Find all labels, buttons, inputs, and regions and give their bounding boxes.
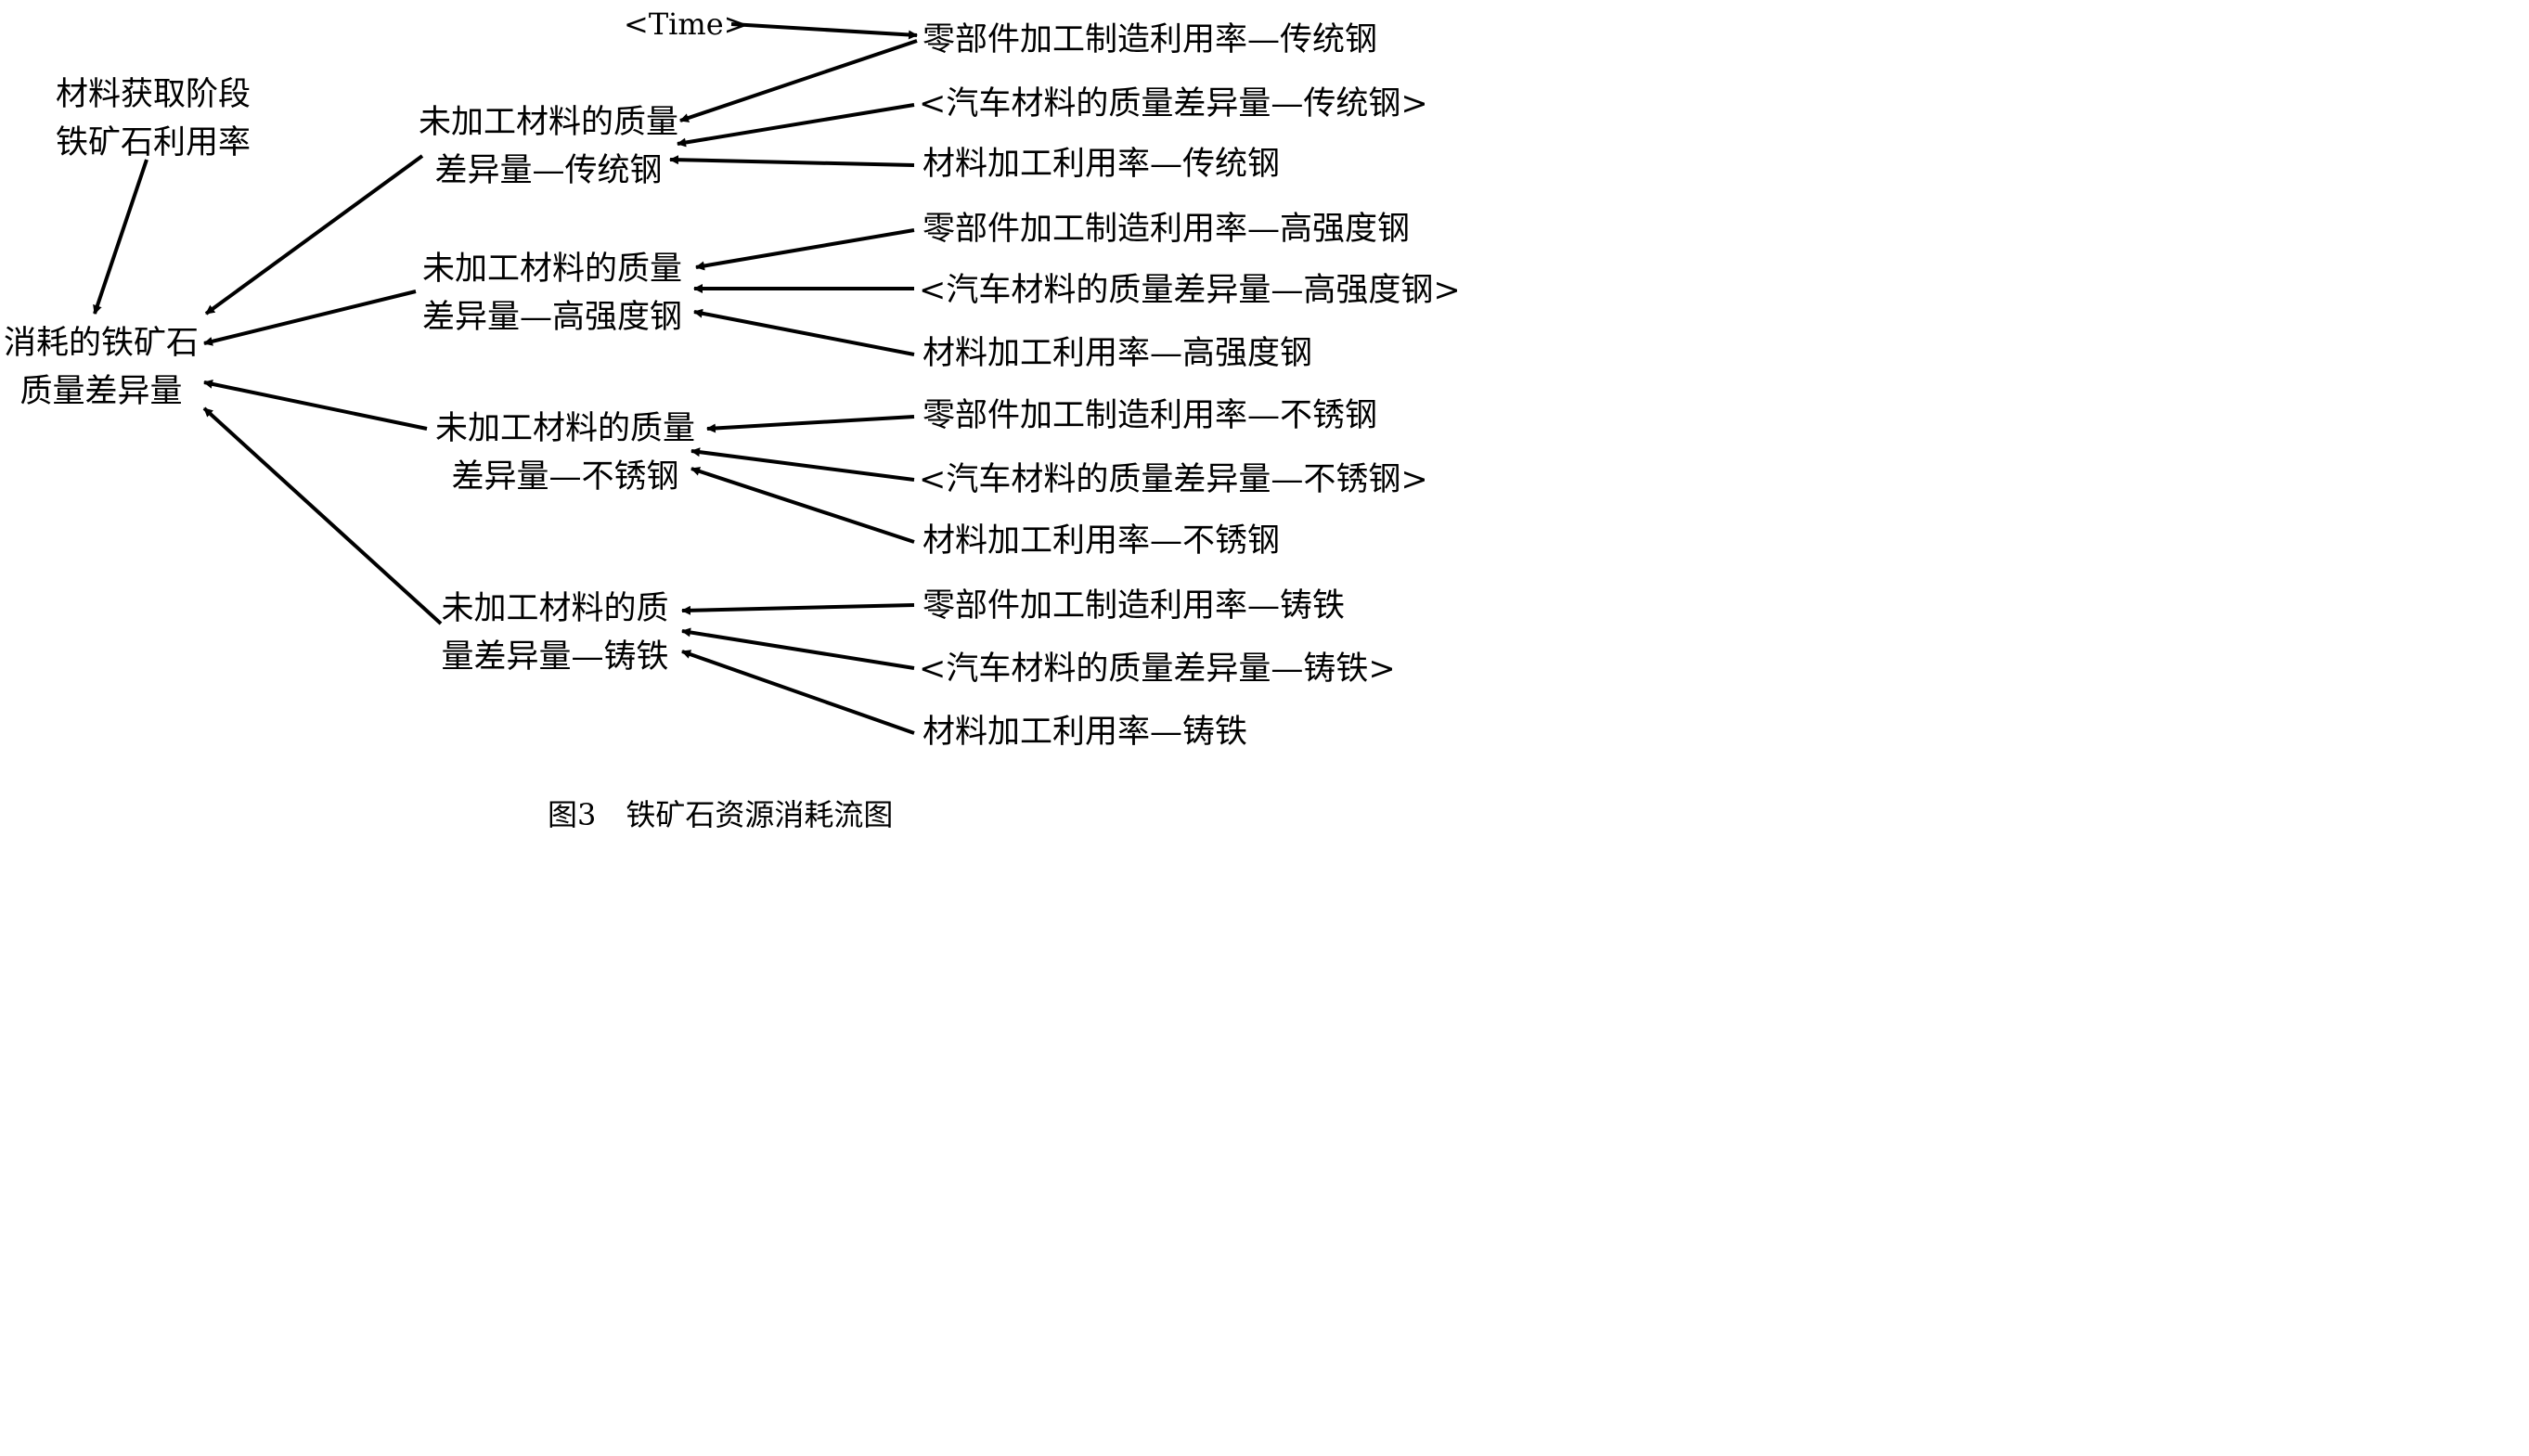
- node-line: 铁矿石利用率: [55, 124, 251, 161]
- node-line: 未加工材料的质量: [434, 410, 695, 447]
- node-input-part-rate-high-strength: 零部件加工制造利用率—高强度钢: [923, 211, 1411, 248]
- node-input-vehicle-diff-cast-iron: <汽车材料的质量差异量—铸铁>: [919, 651, 1396, 688]
- node-time: <Time>: [624, 6, 749, 42]
- node-input-part-rate-stainless: 零部件加工制造利用率—不锈钢: [923, 397, 1378, 434]
- node-line: 差异量—高强度钢: [421, 299, 682, 336]
- arrow-g1-input2: [677, 103, 915, 148]
- arrow-g3-input2: [690, 447, 915, 482]
- node-line: 未加工材料的质: [441, 590, 669, 627]
- node-middle-traditional-steel: 未加工材料的质量 差异量—传统钢: [405, 98, 692, 195]
- arrow-g3-input1: [706, 415, 915, 433]
- arrow-g4-input2: [681, 627, 915, 670]
- arrow-source-to-target: [93, 159, 148, 315]
- node-input-material-rate-cast-iron: 材料加工利用率—铸铁: [923, 714, 1248, 751]
- node-line: 未加工材料的质量: [418, 104, 678, 141]
- node-input-vehicle-diff-high-strength: <汽车材料的质量差异量—高强度钢>: [919, 272, 1461, 309]
- arrow-time-to-input: [730, 22, 918, 40]
- node-input-material-rate-stainless: 材料加工利用率—不锈钢: [923, 522, 1281, 560]
- node-input-vehicle-diff-stainless: <汽车材料的质量差异量—不锈钢>: [919, 461, 1428, 498]
- node-input-part-rate-traditional: 零部件加工制造利用率—传统钢: [923, 21, 1378, 58]
- node-line: 质量差异量: [19, 373, 183, 410]
- arrow-g1-input3: [669, 155, 915, 167]
- node-input-part-rate-cast-iron: 零部件加工制造利用率—铸铁: [923, 587, 1346, 625]
- node-line: 材料获取阶段: [55, 76, 251, 113]
- node-line: 消耗的铁矿石: [3, 325, 199, 362]
- node-line: 差异量—不锈钢: [451, 458, 679, 496]
- node-iron-ore-utilization-rate: 材料获取阶段 铁矿石利用率: [28, 71, 278, 167]
- node-consumed-iron-ore: 消耗的铁矿石 质量差异量: [0, 319, 202, 416]
- node-line: 未加工材料的质量: [421, 251, 682, 288]
- node-input-material-rate-high-strength: 材料加工利用率—高强度钢: [923, 335, 1313, 372]
- arrow-g1-input1: [679, 39, 918, 122]
- node-middle-cast-iron: 未加工材料的质 量差异量—铸铁: [425, 585, 685, 681]
- arrow-g2-input3: [693, 308, 915, 356]
- node-line: 差异量—传统钢: [434, 152, 663, 189]
- node-input-material-rate-traditional: 材料加工利用率—传统钢: [923, 146, 1281, 183]
- node-input-vehicle-diff-traditional: <汽车材料的质量差异量—传统钢>: [919, 85, 1428, 122]
- node-middle-stainless-steel: 未加工材料的质量 差异量—不锈钢: [421, 405, 709, 501]
- arrow-g1-to-target: [204, 154, 424, 316]
- arrow-g3-input3: [690, 467, 915, 544]
- arrow-g4-to-target: [202, 406, 443, 625]
- figure-caption: 图3 铁矿石资源消耗流图: [548, 797, 894, 832]
- node-line: 量差异量—铸铁: [441, 638, 669, 676]
- arrow-g3-to-target: [203, 379, 428, 431]
- arrows-layer: [93, 22, 918, 735]
- arrow-g2-to-target: [203, 290, 417, 346]
- arrow-g2-input1: [695, 228, 915, 271]
- arrow-g4-input1: [681, 603, 915, 615]
- node-middle-high-strength-steel: 未加工材料的质量 差异量—高强度钢: [408, 245, 696, 341]
- arrow-g4-input3: [681, 650, 915, 735]
